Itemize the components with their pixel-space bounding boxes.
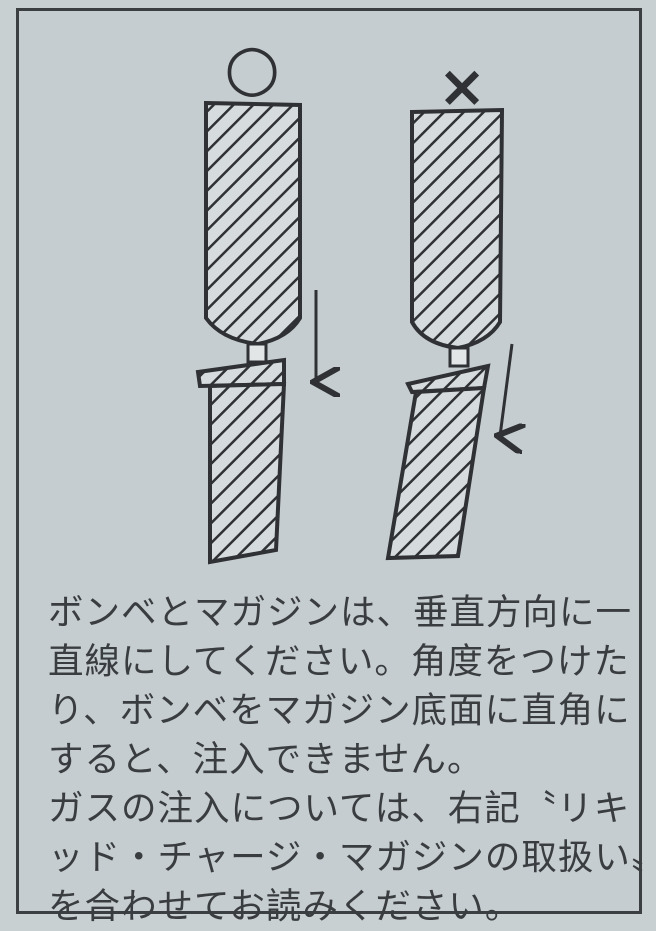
magazine-left	[208, 381, 287, 565]
magazine-right	[385, 385, 487, 561]
text-line: すると、注入できません。	[48, 739, 484, 780]
correct-setup	[195, 100, 316, 565]
text-line: ボンベとマガジンは、垂直方向に一	[48, 592, 633, 633]
gas-can-left	[204, 100, 302, 347]
text-line: 直線にしてください。角度をつけた	[48, 641, 630, 682]
figure-frame	[16, 8, 642, 914]
correct-mark-icon: ○	[224, 31, 280, 105]
gas-can-right	[410, 107, 505, 351]
incorrect-setup	[385, 107, 512, 561]
instruction-text: ボンベとマガジンは、垂直方向に一 直線にしてください。角度をつけた り、ボンベを…	[48, 588, 656, 931]
text-line: ガスの注入については、右記〝リキ	[48, 788, 631, 829]
arrow-right	[500, 343, 512, 436]
magazine-valve-left	[195, 357, 286, 389]
text-line: り、ボンベをマガジン底面に直角に	[48, 690, 631, 731]
text-line: を合わせてお読みください。	[48, 886, 522, 927]
text-line: ッド・チャージ・マガジンの取扱い〟	[48, 837, 656, 878]
nozzle-right	[448, 346, 470, 368]
incorrect-mark-icon: ×	[437, 52, 487, 120]
nozzle-left	[246, 342, 268, 364]
